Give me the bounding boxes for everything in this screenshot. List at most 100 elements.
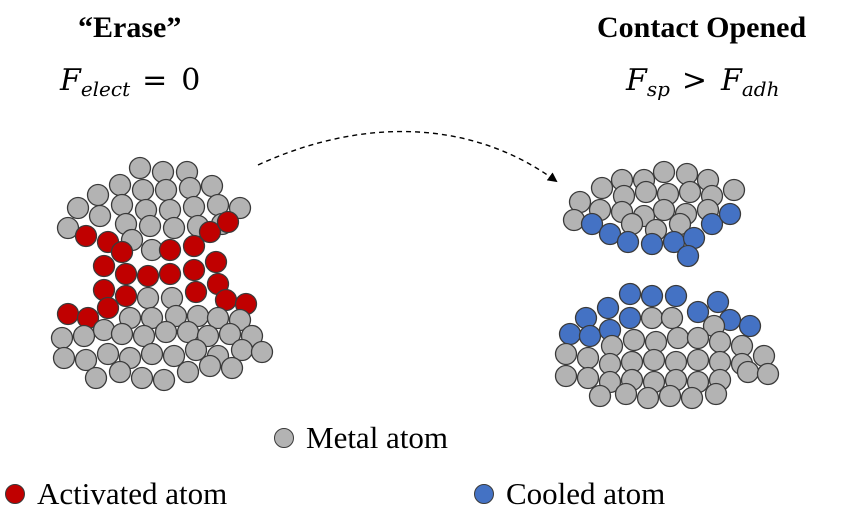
activated-atom xyxy=(114,284,138,308)
metal-atom xyxy=(152,368,176,392)
metal-atom xyxy=(634,180,658,204)
metal-atom xyxy=(110,193,134,217)
activated-atom xyxy=(92,254,116,278)
cooled-atom xyxy=(618,282,642,306)
greater-than-sign: > xyxy=(681,63,708,98)
legend-cooled-atom: Cooled atom xyxy=(474,478,665,509)
spring-vs-adhesion-equation: Fsp > Fadh xyxy=(626,63,780,101)
metal-atom xyxy=(178,176,202,200)
metal-atom xyxy=(200,174,224,198)
metal-atom xyxy=(138,214,162,238)
force-symbol: F xyxy=(60,63,81,98)
metal-atom xyxy=(658,384,682,408)
force-value: 0 xyxy=(181,63,201,98)
erase-title: “Erase” xyxy=(78,11,182,44)
metal-atom xyxy=(636,386,660,410)
metal-atom xyxy=(756,362,780,386)
cooled-atom xyxy=(664,284,688,308)
metal-atom xyxy=(614,382,638,406)
activated-atom xyxy=(184,280,208,304)
metal-atom xyxy=(72,324,96,348)
cooled-atom xyxy=(640,232,664,256)
metal-atom xyxy=(666,326,690,350)
metal-atom-icon xyxy=(274,427,294,448)
metal-atom xyxy=(708,330,732,354)
cooled-atom xyxy=(558,322,582,346)
metal-atom xyxy=(660,306,684,330)
cooled-atom xyxy=(596,296,620,320)
metal-atom xyxy=(154,320,178,344)
metal-atom xyxy=(162,216,186,240)
metal-atom xyxy=(160,286,184,310)
metal-atom xyxy=(50,326,74,350)
contact-opened-title: Contact Opened xyxy=(597,11,807,44)
metal-atom xyxy=(96,342,120,366)
metal-atom xyxy=(686,326,710,350)
cooled-atom xyxy=(618,306,642,330)
metal-atom xyxy=(704,382,728,406)
activated-atom xyxy=(182,258,206,282)
cooled-atom xyxy=(676,244,700,268)
lower-electrode-cluster xyxy=(554,282,780,410)
activated-atom xyxy=(182,234,206,258)
metal-atom xyxy=(130,366,154,390)
cooled-atom-icon xyxy=(474,483,494,504)
activated-atom xyxy=(198,220,222,244)
metal-atom xyxy=(652,198,676,222)
cooled-atom xyxy=(718,202,742,226)
upper-electrode-cluster xyxy=(562,160,746,268)
metal-atom xyxy=(164,304,188,328)
metal-atom xyxy=(554,364,578,388)
metal-atom xyxy=(92,318,116,342)
activated-atom xyxy=(56,302,80,326)
metal-atom xyxy=(158,198,182,222)
transition-arrow xyxy=(257,130,558,183)
cooled-atom xyxy=(578,324,602,348)
metal-atom xyxy=(52,346,76,370)
metal-atom xyxy=(588,384,612,408)
activated-atom xyxy=(216,210,240,234)
electric-force-equation: Felect=0 xyxy=(60,63,201,100)
spring-force-symbol: F xyxy=(626,63,647,98)
adhesion-force-symbol: F xyxy=(721,63,742,98)
activated-atom xyxy=(114,262,138,286)
metal-atom xyxy=(154,178,178,202)
adhesion-force-subscript: adh xyxy=(741,77,780,101)
metal-atom xyxy=(562,208,586,232)
metal-atom xyxy=(576,346,600,370)
cooled-atom xyxy=(738,314,762,338)
metal-atom xyxy=(108,360,132,384)
metal-atom xyxy=(590,176,614,200)
metal-atom xyxy=(686,348,710,372)
metal-atom xyxy=(131,178,155,202)
metal-atom xyxy=(736,360,760,384)
metal-atom xyxy=(642,348,666,372)
metal-atom xyxy=(640,306,664,330)
metal-atom xyxy=(678,180,702,204)
legend-cooled-label: Cooled atom xyxy=(506,476,666,511)
legend-activated-label: Activated atom xyxy=(37,476,228,511)
cooled-atom xyxy=(574,306,598,330)
cooled-atom xyxy=(686,300,710,324)
equals-sign: = xyxy=(142,63,168,98)
metal-atom xyxy=(110,322,134,346)
legend-activated-atom: Activated atom xyxy=(5,478,227,509)
metal-atom xyxy=(162,344,186,368)
activated-atom xyxy=(96,296,120,320)
activated-atom-icon xyxy=(5,483,25,504)
metal-atom xyxy=(752,344,776,368)
activated-atom xyxy=(158,238,182,262)
metal-atom xyxy=(66,196,90,220)
metal-atom xyxy=(722,178,746,202)
cooled-atom xyxy=(616,230,640,254)
activated-atom xyxy=(204,250,228,274)
metal-atom xyxy=(206,306,230,330)
spring-force-subscript: sp xyxy=(646,77,670,101)
metal-atom xyxy=(128,156,152,180)
metal-atom xyxy=(198,354,222,378)
metal-atom xyxy=(622,328,646,352)
metal-atom xyxy=(576,366,600,390)
metal-atom xyxy=(108,173,132,197)
cooled-atom xyxy=(706,290,730,314)
